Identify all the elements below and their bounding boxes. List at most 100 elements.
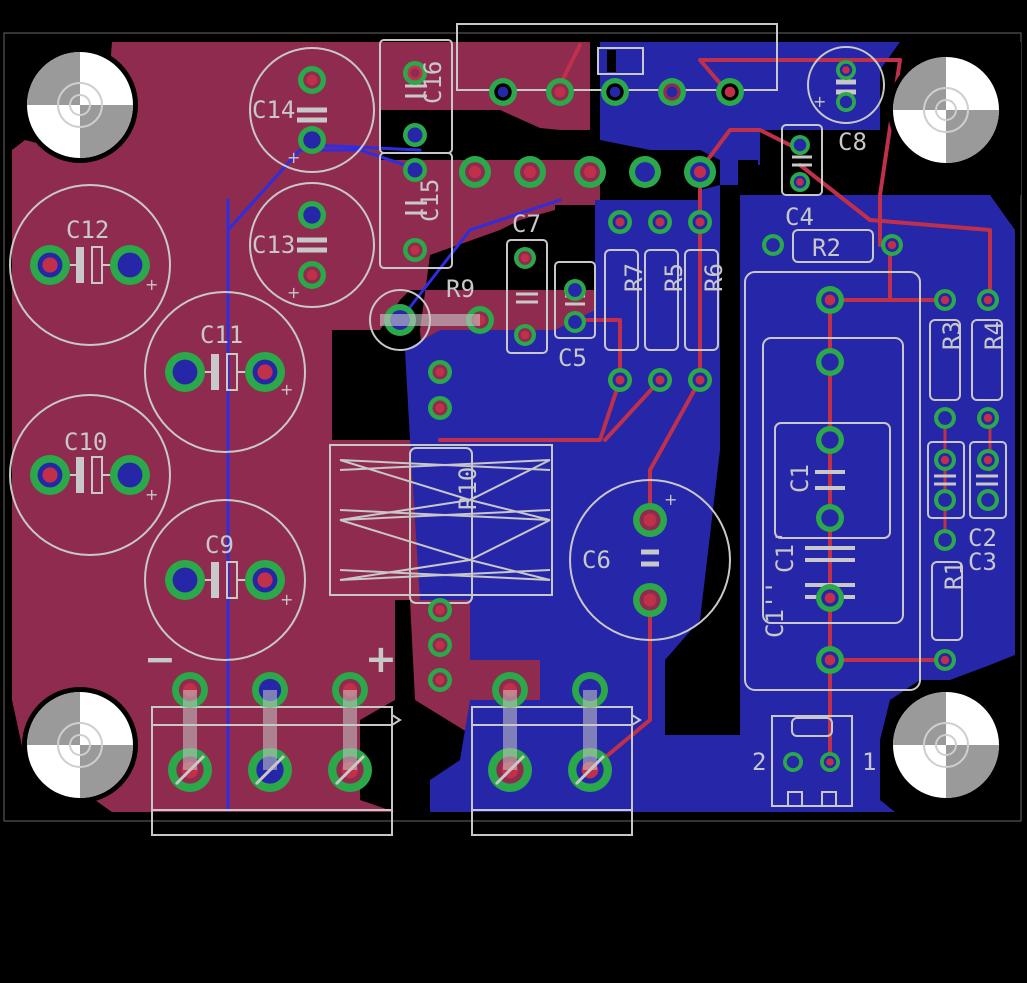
pad-16 bbox=[245, 560, 285, 600]
mounting-hole-3 bbox=[22, 687, 138, 803]
label-r6: R6 bbox=[700, 263, 728, 292]
minus-sign: − bbox=[144, 637, 176, 681]
polarity-mark-1: + bbox=[287, 148, 300, 167]
pad-25 bbox=[629, 156, 661, 188]
pad-2 bbox=[298, 126, 326, 154]
pad-7 bbox=[403, 158, 427, 182]
pad-30 bbox=[564, 311, 586, 333]
pad-58 bbox=[977, 489, 999, 511]
c8-body bbox=[807, 46, 885, 124]
pad-15 bbox=[165, 560, 205, 600]
pad-51 bbox=[934, 289, 956, 311]
label-c12: C12 bbox=[66, 216, 109, 244]
pad-34 bbox=[648, 210, 672, 234]
polarity-mark-5: + bbox=[145, 485, 158, 504]
pad-14 bbox=[110, 455, 150, 495]
mounting-hole-1 bbox=[22, 47, 138, 163]
pad-23 bbox=[514, 156, 546, 188]
label-c11: C11 bbox=[200, 321, 243, 349]
pad-35 bbox=[688, 210, 712, 234]
pad-22 bbox=[459, 156, 491, 188]
label-c13: C13 bbox=[252, 231, 295, 259]
pad-79 bbox=[820, 752, 840, 772]
c13-body bbox=[249, 182, 375, 308]
label-c15: C15 bbox=[416, 179, 444, 222]
pad-45 bbox=[816, 286, 844, 314]
pad-6 bbox=[403, 123, 427, 147]
label-c5: C5 bbox=[558, 344, 587, 372]
c10-body bbox=[9, 394, 171, 556]
label-c1pp: C1'' bbox=[761, 580, 789, 638]
pad-43 bbox=[762, 234, 784, 256]
polarity-mark-2: + bbox=[287, 283, 300, 302]
pin2-label: 2 bbox=[752, 748, 766, 776]
c9-body bbox=[144, 499, 306, 661]
pad-12 bbox=[245, 352, 285, 392]
pad-64 bbox=[428, 633, 452, 657]
pad-55 bbox=[934, 449, 956, 471]
label-c10: C10 bbox=[64, 428, 107, 456]
pad-44 bbox=[881, 234, 903, 256]
pad-62 bbox=[428, 396, 452, 420]
silkscreen-labels: C14 C16 C15 C13 C12 C11 C10 C9 C8 C7 C6 … bbox=[64, 61, 1008, 776]
pad-67 bbox=[633, 583, 667, 617]
label-c9: C9 bbox=[205, 531, 234, 559]
pad-1 bbox=[298, 66, 326, 94]
pad-39 bbox=[790, 135, 810, 155]
label-c4: C4 bbox=[785, 203, 814, 231]
pad-18 bbox=[546, 78, 574, 106]
pad-47 bbox=[816, 426, 844, 454]
pad-66 bbox=[633, 503, 667, 537]
label-c1p: C1' bbox=[771, 530, 799, 573]
pad-9 bbox=[30, 245, 70, 285]
label-c8: C8 bbox=[838, 128, 867, 156]
pad-48 bbox=[816, 504, 844, 532]
pad-52 bbox=[977, 289, 999, 311]
pad-78 bbox=[783, 752, 803, 772]
label-r2: R2 bbox=[812, 234, 841, 262]
pad-42 bbox=[836, 92, 856, 112]
polarity-mark-3: + bbox=[145, 275, 158, 294]
pad-20 bbox=[658, 78, 686, 106]
mounting-hole-4 bbox=[888, 687, 1004, 803]
mounting-hole-2 bbox=[888, 52, 1004, 168]
pad-59 bbox=[934, 529, 956, 551]
polarity-mark-8: + bbox=[813, 92, 826, 111]
pad-40 bbox=[790, 172, 810, 192]
pad-4 bbox=[298, 261, 326, 289]
label-r10: R10 bbox=[454, 467, 482, 510]
board-outline bbox=[3, 32, 1022, 822]
pad-50 bbox=[816, 646, 844, 674]
pad-61 bbox=[428, 360, 452, 384]
pad-46 bbox=[816, 348, 844, 376]
pad-33 bbox=[608, 210, 632, 234]
pad-63 bbox=[428, 598, 452, 622]
label-c16: C16 bbox=[419, 61, 447, 104]
pad-17 bbox=[489, 78, 517, 106]
polarity-mark-7: + bbox=[664, 490, 677, 509]
label-r4: R4 bbox=[980, 321, 1008, 350]
pad-24 bbox=[574, 156, 606, 188]
pad-26 bbox=[684, 156, 716, 188]
label-c2: C2 bbox=[968, 524, 997, 552]
pad-56 bbox=[977, 449, 999, 471]
label-r1: R1 bbox=[940, 561, 968, 590]
pad-29 bbox=[564, 279, 586, 301]
label-c3: C3 bbox=[968, 548, 997, 576]
c6-body bbox=[569, 479, 731, 641]
label-r7: R7 bbox=[620, 263, 648, 292]
pad-60 bbox=[934, 649, 956, 671]
pin1-label: 1 bbox=[862, 748, 876, 776]
pad-53 bbox=[934, 407, 956, 429]
label-c1: C1 bbox=[786, 464, 814, 493]
pad-28 bbox=[514, 324, 536, 346]
pad-10 bbox=[110, 245, 150, 285]
pad-13 bbox=[30, 455, 70, 495]
polarity-mark-6: + bbox=[280, 590, 293, 609]
pad-19 bbox=[601, 78, 629, 106]
c11-body bbox=[144, 291, 306, 453]
label-c6: C6 bbox=[582, 546, 611, 574]
label-c14: C14 bbox=[252, 96, 295, 124]
c12-body bbox=[9, 184, 171, 346]
